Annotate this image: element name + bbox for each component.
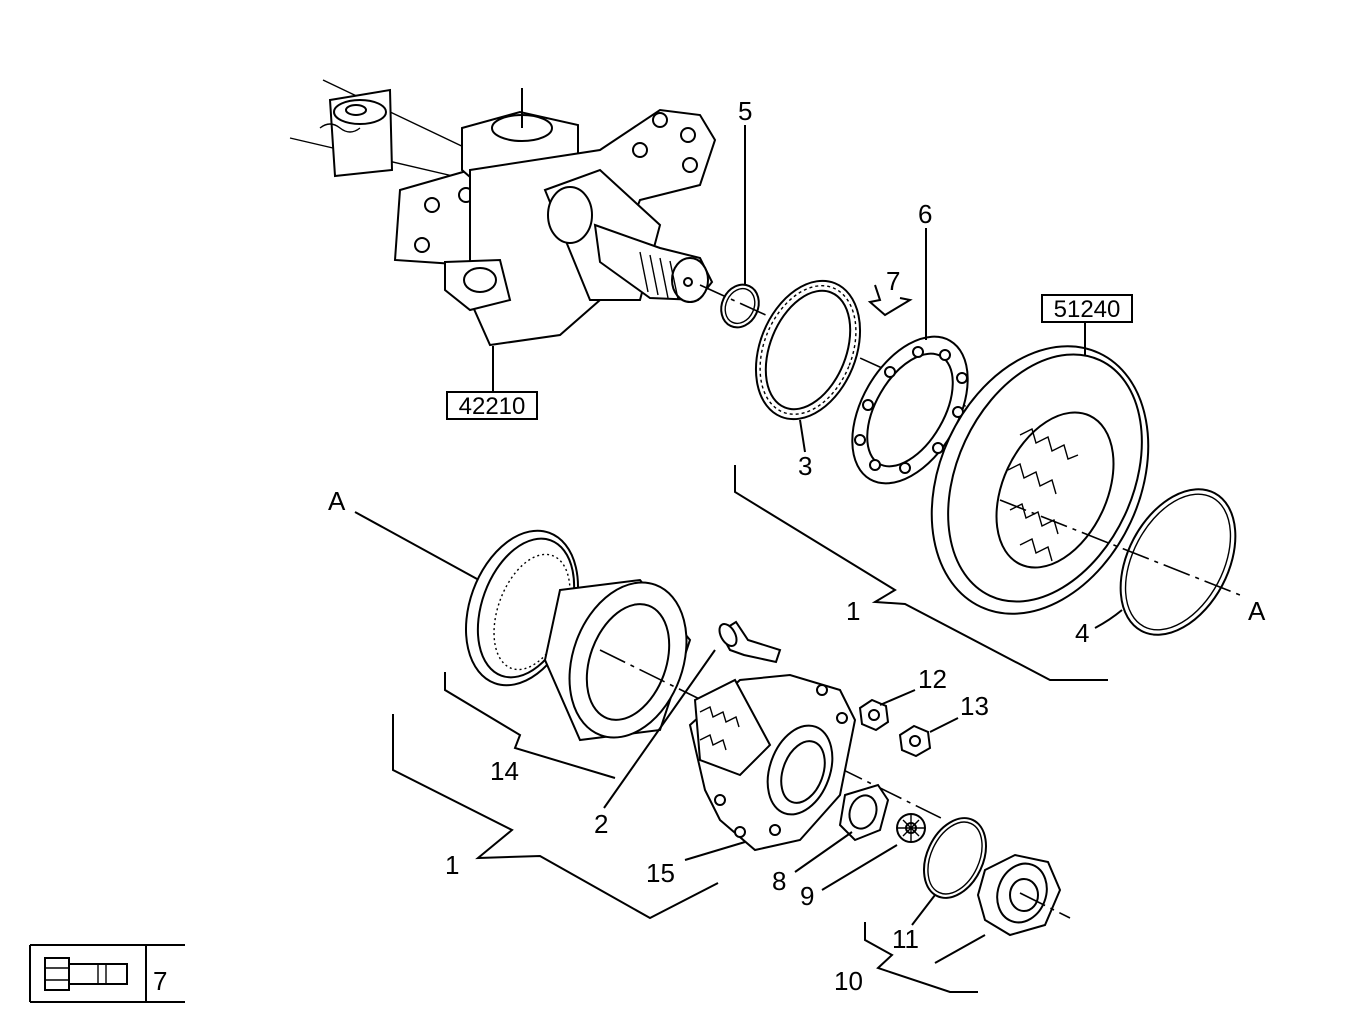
- callout-13: 13: [960, 691, 989, 721]
- steering-knuckle: [289, 79, 717, 392]
- callout-6: 6: [918, 199, 932, 229]
- legend-box: 7: [29, 944, 185, 1003]
- part-14-bearing-hub: [444, 529, 692, 779]
- callout-14: 14: [490, 756, 519, 786]
- part-2-stud: [603, 620, 782, 809]
- callout-7-top: 7: [886, 266, 900, 296]
- bolt-icon: [44, 957, 128, 991]
- ref-label-51240: 51240: [1054, 296, 1121, 323]
- callout-1-bottom: 1: [445, 850, 459, 880]
- callout-9: 9: [800, 881, 814, 911]
- part-9-washer: [821, 813, 926, 891]
- part-4-large-oring: [1094, 488, 1237, 636]
- part-15-planet-carrier: [684, 673, 857, 861]
- part-8-gasket: [794, 783, 890, 873]
- brake-disc-51240: [930, 322, 1150, 615]
- part-11-oring: [911, 817, 987, 926]
- part-10-hub-cap: [864, 853, 1071, 993]
- callout-10: 10: [834, 966, 863, 996]
- part-3-ring-gear: [754, 279, 862, 453]
- callout-a-right: A: [1248, 596, 1266, 626]
- part-6-carrier-plate: [851, 228, 969, 485]
- part-12-nut: [858, 689, 916, 732]
- ref-box-42210[interactable]: 42210: [446, 391, 538, 420]
- callout-15: 15: [646, 858, 675, 888]
- callout-11: 11: [892, 924, 919, 954]
- callout-4: 4: [1075, 618, 1089, 648]
- ref-label-42210: 42210: [459, 393, 526, 420]
- callout-12: 12: [918, 664, 947, 694]
- part-5-oring: [720, 125, 760, 329]
- callout-5: 5: [738, 96, 752, 126]
- callout-3: 3: [798, 451, 812, 481]
- ref-box-51240[interactable]: 51240: [1041, 294, 1133, 323]
- part-13-bolt: [898, 717, 959, 758]
- callout-2: 2: [594, 809, 608, 839]
- legend-label: 7: [153, 966, 167, 996]
- callout-8: 8: [772, 866, 786, 896]
- callout-a-left: A: [328, 486, 346, 516]
- callout-1-top: 1: [846, 596, 860, 626]
